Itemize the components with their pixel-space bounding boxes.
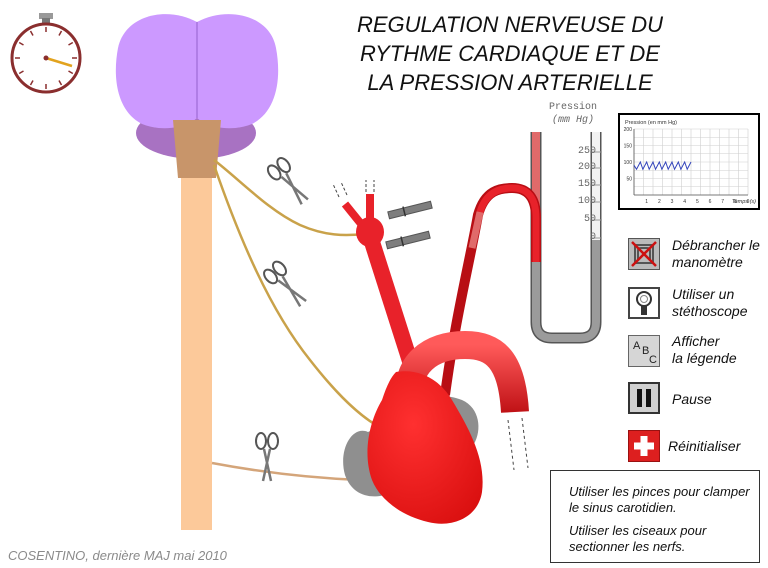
pause-label: Pause [672,391,712,407]
button-label-line: Afficher [672,333,720,349]
chart-series-line [633,160,692,171]
manometer-tick: 150 [577,179,596,190]
chart-y-tick: 100 [624,160,633,166]
pressure-chart: Pression (en mm Hg) Temps (s) 200 150 100 50 1… [618,113,760,210]
chart-x-tick: 6 [709,199,712,205]
button-label-line: Débrancher le [672,237,760,253]
chart-x-tick: 2 [658,199,661,205]
page-title: REGULATION NERVEUSE DU RYTHME CARDIAQUE … [340,10,680,97]
unplug-manometer-label: Débrancher le manomètre [672,237,760,271]
instruction-text: Utiliser les pinces pour clamper le sinu… [569,484,750,515]
brainstem [173,120,221,178]
manometer-tick: 50 [583,214,596,225]
manometer-tick: 0 [589,232,596,243]
manometer-tick: 200 [577,162,596,173]
legend-icon-letter: B [642,345,649,357]
button-label-line: la légende [672,350,737,366]
title-line: RYTHME CARDIAQUE ET DE [360,41,660,66]
title-line: LA PRESSION ARTERIELLE [367,70,653,95]
chart-x-tick: 4 [683,199,686,205]
clamp-icon[interactable] [385,230,431,250]
manometer-label-line: Pression [548,102,597,113]
chart-y-tick: 200 [624,127,633,133]
vagus-nerve[interactable] [212,164,386,432]
instruction-text: Utiliser les ciseaux pour sectionner les… [569,523,707,554]
chart-x-tick: 7 [721,199,724,205]
manometer-label-unit: (mm Hg) [551,115,594,126]
legend-icon-letter: A [633,340,641,352]
legend-button[interactable]: A B C [628,335,660,367]
unplug-manometer-icon [631,241,657,267]
button-label-line: Utiliser un [672,286,735,302]
chart-x-tick: 8 [734,199,737,205]
chart-xlabel: Temps (s) [732,199,756,205]
scissors-icon[interactable] [265,156,313,209]
legend-label: Afficher la légende [672,333,737,367]
chart-x-tick: 1 [645,199,648,205]
manometer-tick: 250 [577,146,596,157]
carotid-sinus[interactable] [356,217,384,247]
chart-y-tick: 50 [626,177,632,183]
stethoscope-button[interactable] [628,287,660,319]
title-line: REGULATION NERVEUSE DU [356,12,664,37]
abc-legend-icon: A B C [633,340,657,366]
button-label-line: manomètre [672,254,743,270]
carotid-sinus-nerve[interactable] [213,159,365,237]
chart-x-tick: 9 [747,199,750,205]
clamp-icon[interactable] [387,200,433,220]
reset-cross-icon [634,436,654,456]
heart [343,371,483,524]
stethoscope-label: Utiliser un stéthoscope [672,286,748,320]
chart-x-tick: 5 [696,199,699,205]
chart-y-tick: 150 [624,144,633,150]
chart-x-tick: 3 [671,199,674,205]
credit-text: COSENTINO, dernière MAJ mai 2010 [8,548,227,563]
scissors-icon[interactable] [255,432,279,482]
chart-ylabel: Pression (en mm Hg) [625,120,677,126]
manometer-label: Pression (mm Hg) [548,101,598,127]
pause-icon [637,389,651,407]
spinal-cord [181,176,212,530]
instructions-box: Utiliser les pinces pour clamper le sinu… [550,470,760,563]
pause-button[interactable] [628,382,660,414]
brain [115,14,279,129]
reset-label: Réinitialiser [668,438,741,454]
manometer-tick: 100 [577,196,596,207]
stopwatch-icon[interactable] [10,13,82,94]
legend-icon-letter: C [649,354,657,366]
stethoscope-icon [636,291,652,315]
scissors-icon[interactable] [262,259,312,311]
pressure-chart-svg: Pression (en mm Hg) Temps (s) 200 150 100 50 1… [624,120,757,205]
unplug-manometer-button[interactable] [628,238,660,270]
reset-button[interactable] [628,430,660,462]
button-label-line: stéthoscope [672,303,748,319]
